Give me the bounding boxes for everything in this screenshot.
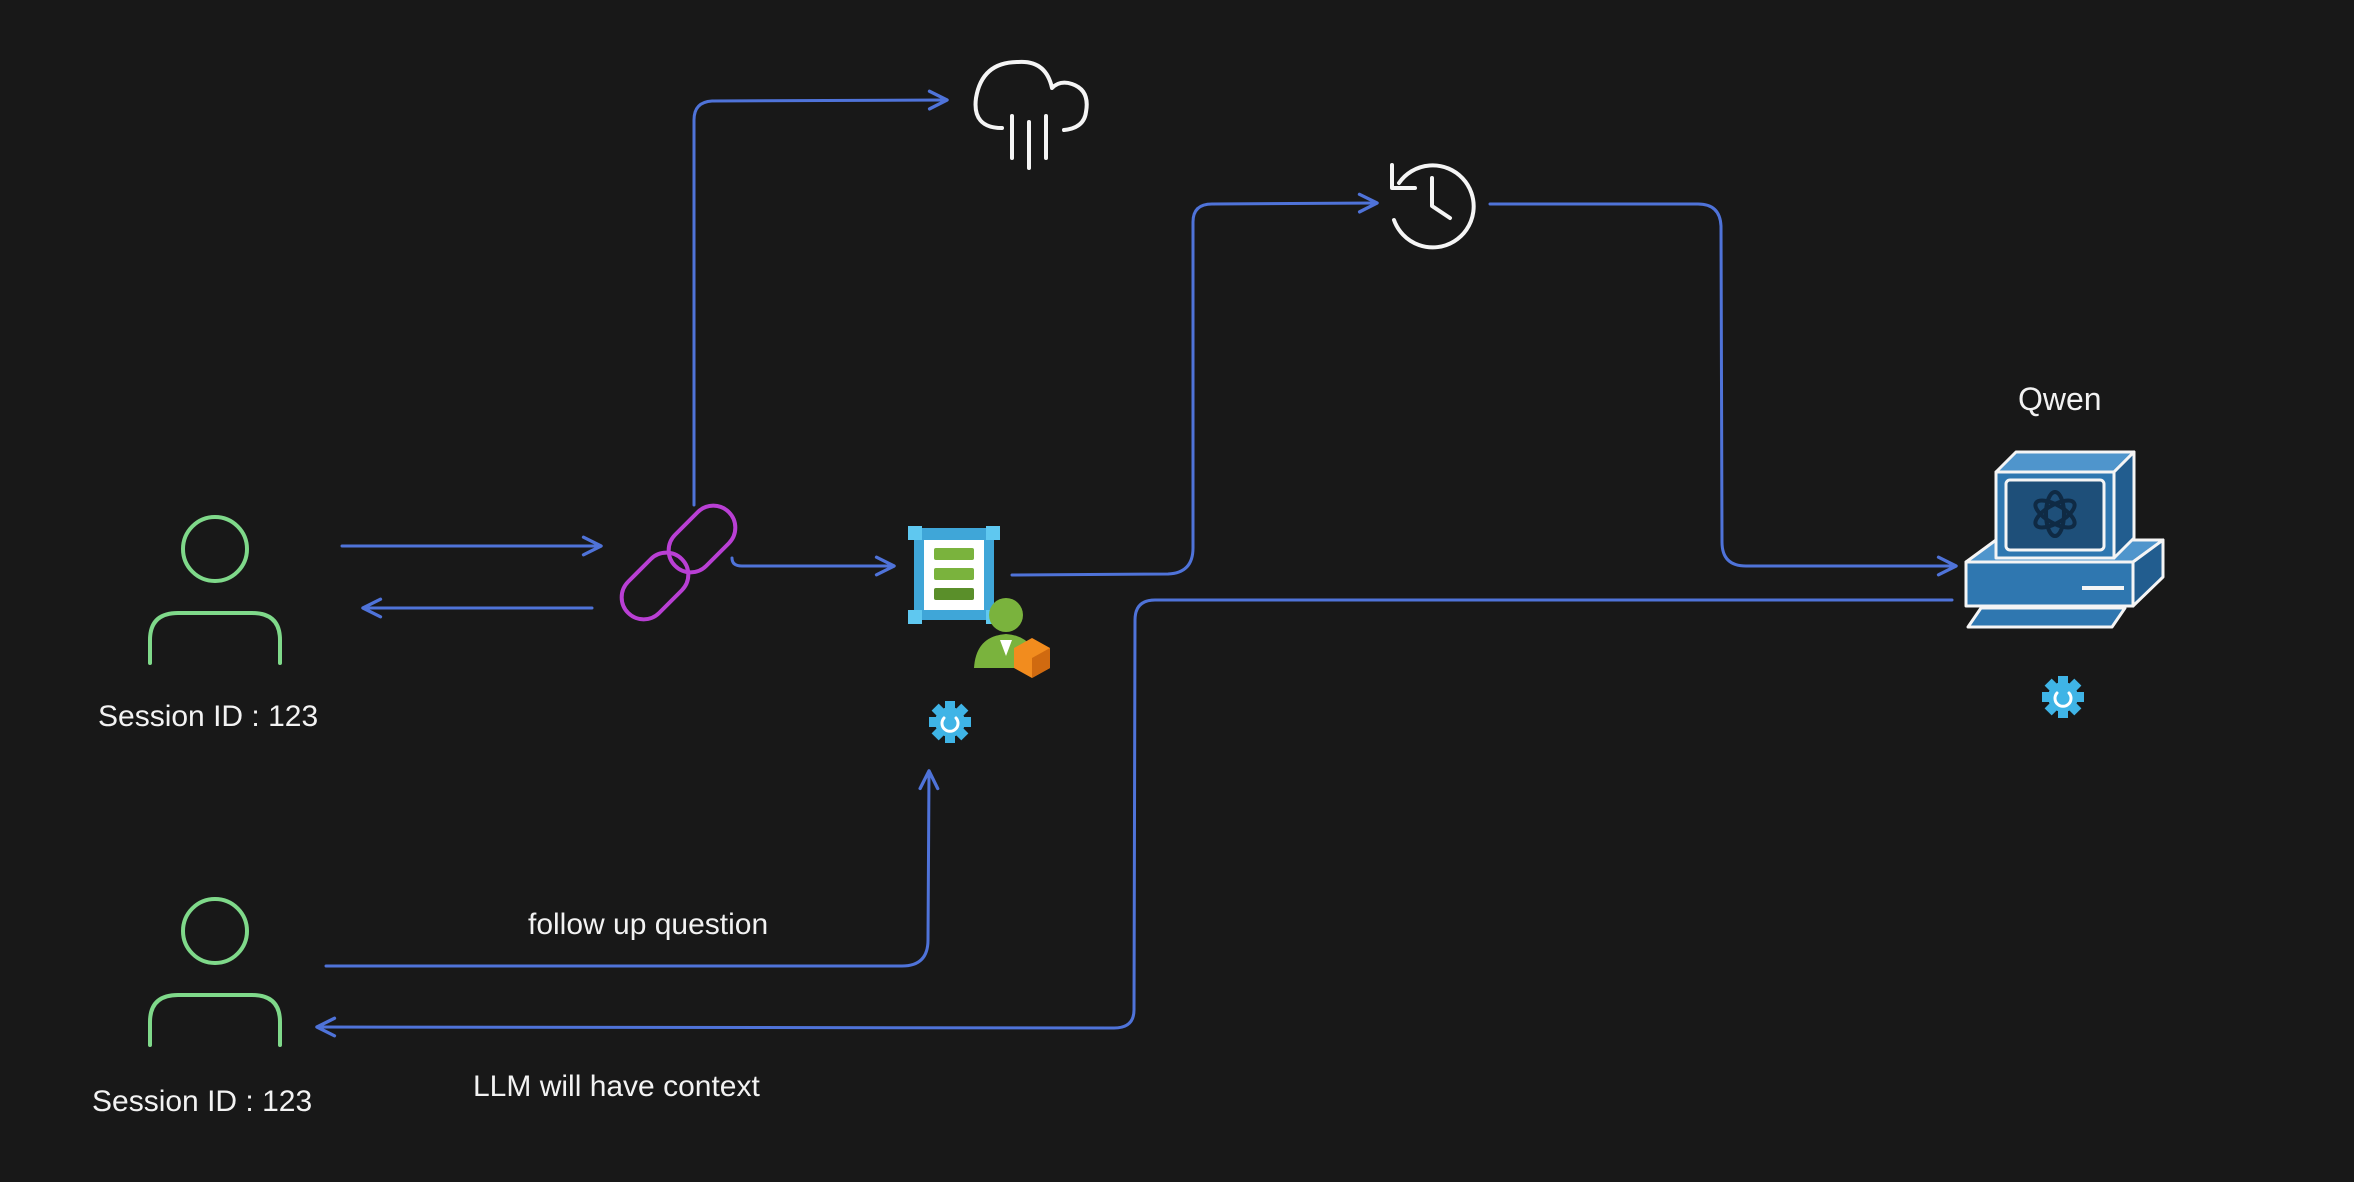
connector-history-to-computer	[1488, 202, 1958, 577]
session-id-label: Session ID : 123	[92, 1085, 313, 1118]
connector-computer-to-user	[315, 598, 1954, 1038]
session-id-label: Session ID : 123	[98, 700, 319, 733]
cloud-rain-icon	[973, 59, 1089, 170]
gear-icon	[2042, 676, 2084, 718]
user-icon	[148, 515, 282, 665]
connector-session-to-history	[1010, 192, 1379, 577]
history-clock-icon	[1390, 163, 1476, 250]
connector-user-to-session	[324, 769, 940, 968]
connector-link-to-session	[730, 555, 896, 577]
gear-icon	[929, 701, 971, 743]
computer-icon	[1964, 450, 2165, 629]
openai-logo-icon	[2033, 490, 2077, 538]
session-manager-icon	[908, 526, 1050, 678]
link-icon	[619, 503, 738, 622]
model-name-label: Qwen	[2018, 381, 2102, 417]
llm-context-label: LLM will have context	[473, 1070, 760, 1103]
follow-up-question-label: follow up question	[528, 908, 769, 941]
connector-link-to-cloud	[692, 89, 949, 507]
user-icon	[148, 897, 282, 1047]
